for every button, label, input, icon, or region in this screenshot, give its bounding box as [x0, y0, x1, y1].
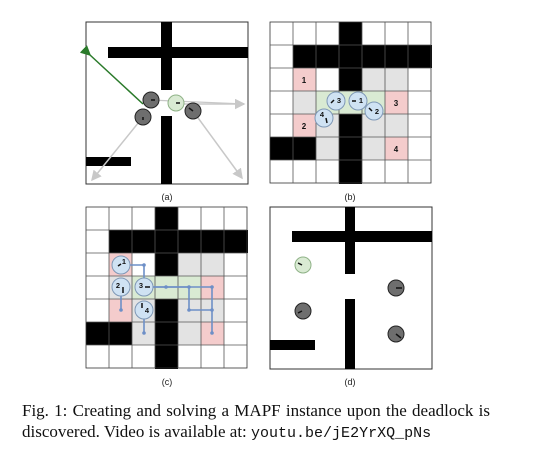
goal-cell: [385, 137, 408, 160]
goal-label: 2: [302, 122, 307, 131]
goal-cell: [385, 91, 408, 114]
svg-text:3: 3: [139, 281, 143, 290]
obstacle: [345, 207, 355, 274]
video-link[interactable]: youtu.be/jE2YrXQ_pNs: [251, 425, 432, 442]
subfigure-label: (d): [345, 377, 356, 387]
occupied-cell: [178, 322, 201, 345]
robot-blue: 1: [111, 255, 131, 275]
obstacle: [155, 299, 178, 369]
panel-d: (d): [269, 206, 433, 387]
obstacle: [155, 207, 178, 276]
obstacle: [339, 22, 362, 91]
svg-text:4: 4: [145, 306, 150, 315]
svg-text:1: 1: [122, 257, 126, 266]
robot-blue: 3: [326, 91, 346, 111]
obstacle: [161, 22, 172, 90]
path-waypoints: [119, 263, 214, 335]
svg-text:2: 2: [116, 281, 120, 290]
trajectory-gray: [149, 99, 245, 105]
occupied-cell: [201, 253, 224, 276]
trajectory-green: [79, 45, 144, 105]
occupied-cell: [362, 137, 385, 160]
grid: [269, 21, 432, 184]
goal-cell: [293, 114, 316, 137]
robot-dark: [184, 102, 202, 120]
robot-blue: 4: [134, 300, 154, 320]
robot-blue: 2: [364, 101, 384, 121]
obstacle: [292, 231, 432, 242]
robot-blue: 4: [314, 108, 334, 128]
robot-blue: 2: [111, 277, 131, 297]
occupied-cell: [293, 91, 316, 114]
goal-cell: [293, 68, 316, 91]
trajectory-gray: [91, 116, 144, 182]
robot-dark: [294, 302, 312, 320]
robot-dark: [134, 108, 152, 126]
svg-text:2: 2: [375, 107, 379, 116]
robot-dark: [387, 279, 405, 297]
subfigure-label: (a): [162, 192, 173, 202]
robot-green: [167, 94, 185, 112]
caption-text: Fig. 1: Creating and solving a MAPF inst…: [22, 401, 490, 441]
obstacle: [108, 47, 248, 58]
robot-dark: [387, 325, 405, 343]
obstacle: [293, 45, 432, 68]
subfigure-label: (c): [162, 377, 173, 387]
obstacle: [109, 230, 248, 253]
occupied-cell: [178, 253, 201, 276]
obstacle: [345, 299, 355, 369]
robot-blue: 1: [348, 91, 368, 111]
svg-text:1: 1: [359, 96, 363, 105]
robot-blue: 3: [134, 277, 154, 297]
occupied-cell: [385, 68, 408, 91]
figure-caption: Fig. 1: Creating and solving a MAPF inst…: [22, 400, 490, 444]
figure-canvas: (a) 1: [79, 21, 433, 387]
panel-c: 1 2 3 4 (c): [85, 206, 248, 387]
panel-b: 1 2 3 4 3 1 4 2 (b): [269, 21, 432, 202]
trajectory-gray: [192, 110, 243, 180]
robot-green: [294, 256, 312, 274]
svg-text:3: 3: [337, 96, 341, 105]
occupied-cell: [316, 137, 339, 160]
obstacle: [339, 114, 362, 184]
occupied-cell: [362, 114, 385, 137]
obstacle: [86, 157, 131, 166]
goal-label: 3: [394, 99, 399, 108]
obstacle: [270, 340, 315, 350]
goal-label: 4: [394, 145, 399, 154]
robot-dark: [142, 91, 160, 109]
goal-label: 1: [302, 76, 307, 85]
occupied-cell: [385, 114, 408, 137]
panel-a: (a): [79, 21, 249, 202]
subfigure-label: (b): [345, 192, 356, 202]
obstacle: [161, 116, 172, 184]
svg-text:4: 4: [320, 110, 325, 119]
occupied-cell: [362, 68, 385, 91]
